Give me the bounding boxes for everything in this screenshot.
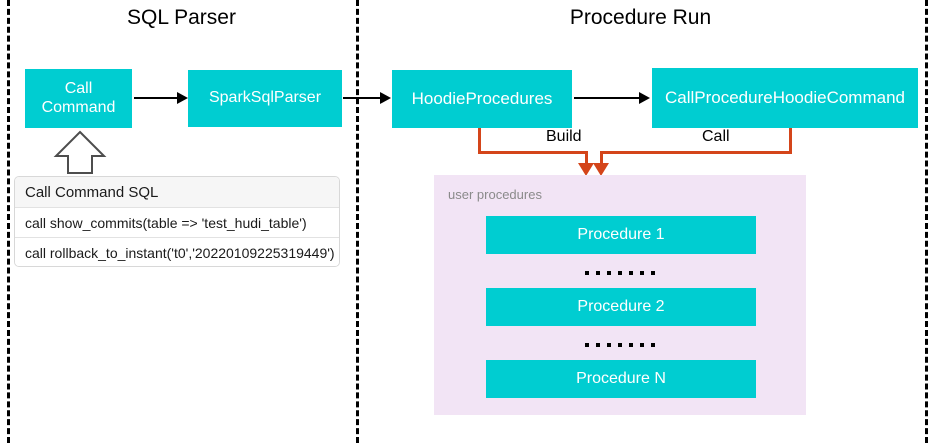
node-hoodie-procedures[interactable]: HoodieProcedures bbox=[392, 70, 572, 128]
node-spark-sql-parser-label: SparkSqlParser bbox=[208, 89, 322, 107]
ellipsis-separator-2 bbox=[585, 343, 655, 347]
node-call-procedure-hoodie-command[interactable]: CallProcedureHoodieCommand bbox=[652, 68, 918, 128]
build-connector-arrowhead bbox=[578, 163, 594, 176]
arrow-spark-sql-parser-to-hoodie-procedures-head bbox=[380, 92, 391, 104]
call-connector-horizontal bbox=[600, 151, 792, 154]
edge-label-call: Call bbox=[697, 128, 735, 146]
build-connector-horizontal bbox=[478, 151, 588, 154]
ellipsis-separator-1 bbox=[585, 271, 655, 275]
call-connector-arrowhead bbox=[593, 163, 609, 176]
procedure-box-n-label: Procedure N bbox=[576, 370, 666, 387]
build-connector-vertical-right bbox=[585, 151, 588, 165]
divider-left bbox=[7, 0, 10, 443]
user-procedures-label: user procedures bbox=[448, 187, 542, 202]
section-title-sql-parser: SQL Parser bbox=[127, 6, 236, 29]
call-connector-vertical-left bbox=[600, 151, 603, 165]
arrow-hoodie-procedures-to-call-procedure-head bbox=[639, 92, 650, 104]
node-call-command-label: Call Command bbox=[41, 80, 116, 116]
arrow-call-command-to-spark-sql-parser-head bbox=[177, 92, 188, 104]
divider-middle bbox=[356, 0, 359, 443]
build-connector-vertical-left bbox=[478, 128, 481, 154]
procedure-box-1-label: Procedure 1 bbox=[577, 226, 665, 243]
arrow-call-command-to-spark-sql-parser-line bbox=[134, 97, 178, 99]
procedure-box-2[interactable]: Procedure 2 bbox=[486, 288, 756, 326]
node-spark-sql-parser[interactable]: SparkSqlParser bbox=[188, 70, 342, 127]
node-call-command[interactable]: Call Command bbox=[25, 69, 132, 128]
procedure-box-n[interactable]: Procedure N bbox=[486, 360, 756, 398]
call-connector-vertical-right bbox=[789, 128, 792, 154]
sql-table-row: call show_commits(table => 'test_hudi_ta… bbox=[15, 208, 339, 238]
up-arrow-icon bbox=[53, 130, 107, 174]
sql-table-row: call rollback_to_instant('t0','202201092… bbox=[15, 238, 339, 266]
call-command-sql-table: Call Command SQL call show_commits(table… bbox=[14, 176, 340, 267]
edge-label-build: Build bbox=[541, 128, 587, 146]
section-title-procedure-run: Procedure Run bbox=[569, 6, 712, 29]
sql-table-header: Call Command SQL bbox=[15, 177, 339, 208]
node-hoodie-procedures-label: HoodieProcedures bbox=[411, 89, 553, 109]
procedure-box-1[interactable]: Procedure 1 bbox=[486, 216, 756, 254]
arrow-hoodie-procedures-to-call-procedure-line bbox=[574, 97, 640, 99]
arrow-spark-sql-parser-to-hoodie-procedures-line bbox=[343, 97, 382, 99]
procedure-box-2-label: Procedure 2 bbox=[577, 298, 665, 315]
node-call-procedure-hoodie-command-label: CallProcedureHoodieCommand bbox=[664, 88, 905, 108]
user-procedures-panel: user procedures Procedure 1 Procedure 2 … bbox=[434, 175, 806, 415]
divider-right bbox=[925, 0, 928, 443]
